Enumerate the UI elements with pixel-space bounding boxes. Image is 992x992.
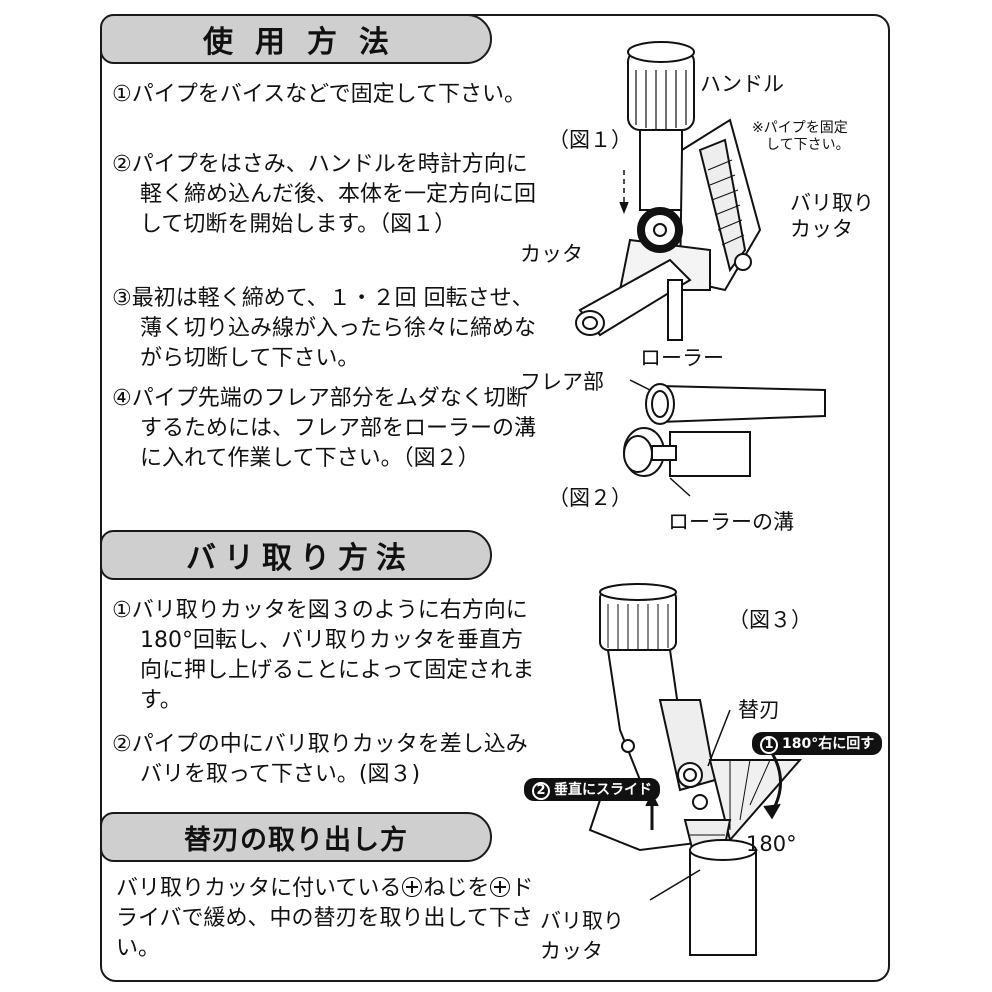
phillips-driver-icon [490, 877, 511, 897]
fig3-step1-text: 180°右に回す [782, 736, 875, 752]
fig3-blade-label: 替刃 [738, 698, 780, 722]
usage-step-2: ②パイプをはさみ、ハンドルを時計方向に軽く締め込んだ後、本体を一定方向に回して切… [112, 152, 537, 237]
fig3-caption: （図３） [728, 608, 812, 632]
fig3-step2-text: 垂直にスライド [554, 782, 652, 798]
fig1-caption: （図１） [548, 128, 632, 152]
usage-step-1: ①パイプをバイスなどで固定して下さい。 [112, 82, 526, 107]
content-frame [100, 14, 890, 982]
fig2-flare-label: フレア部 [520, 370, 604, 394]
figure-2-roller-groove-illustration [623, 379, 826, 497]
blade-heading: 替刃の取り出し方 [100, 812, 492, 862]
fig3-deburr-cutter-label: バリ取り カッタ [540, 909, 624, 963]
fig1-handle-label: ハンドル [700, 72, 784, 96]
fig2-groove-label: ローラーの溝 [668, 510, 794, 534]
figure-3-deburr-illustration [588, 583, 803, 956]
fig1-roller-label: ローラー [640, 346, 724, 370]
blade-text-c: ドライバで緩め、中の替刃を取り出して下さい。 [116, 876, 534, 961]
blade-text-b: ねじを [423, 876, 490, 901]
deburr-step-1: ①バリ取りカッタを図３のように右方向に180°回転し、バリ取りカッタを垂直方向に… [112, 598, 535, 713]
fig1-note-label: ※パイプを固定 して下さい。 [752, 120, 850, 153]
usage-step-3: ③最初は軽く締めて、１・２回 回転させ、薄く切り込み線が入ったら徐々に締めながら… [112, 286, 537, 371]
fig1-cutter-label: カッタ [520, 242, 583, 266]
fig2-caption: （図２） [548, 486, 632, 510]
fig3-angle-label: 180° [746, 832, 797, 856]
deburr-heading: バリ取り方法 [100, 530, 492, 580]
figure-1-pipe-cutter-illustration [575, 41, 762, 341]
fig1-deburr-cutter-label: バリ取り カッタ [790, 191, 874, 241]
blade-text: バリ取りカッタに付いているねじをドライバで緩め、中の替刃を取り出して下さい。 [116, 874, 536, 964]
deburr-step-2: ②パイプの中にバリ取りカッタを差し込みバリを取って下さい。(図３) [112, 732, 528, 787]
usage-heading: 使用方法 [100, 14, 492, 64]
step-number-2-icon: 2 [532, 782, 550, 800]
usage-step-4: ④パイプ先端のフレア部分をムダなく切断するためには、フレア部をローラーの溝に入れ… [112, 386, 537, 471]
phillips-screw-icon [402, 877, 423, 897]
step-number-1-icon: 1 [760, 736, 778, 754]
blade-text-a: バリ取りカッタに付いている [116, 876, 402, 901]
